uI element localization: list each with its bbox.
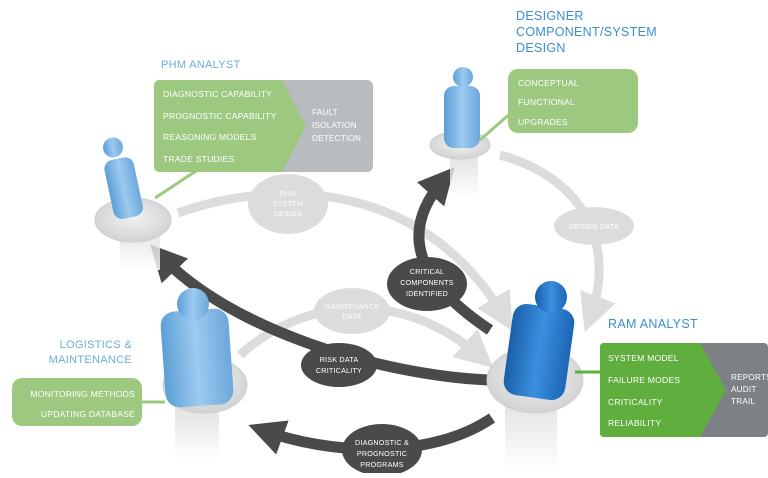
designer-title-line2: COMPONENT/SYSTEM (516, 25, 657, 39)
phm-analyst-figure (94, 137, 172, 270)
logistics-box: MONITORING METHODS UPDATING DATABASE (12, 378, 142, 426)
logistics-title-line2: MAINTENANCE (49, 354, 132, 366)
diag-prog-line2: PROGNOSTIC (357, 449, 407, 458)
arrow-phm-to-ram (176, 189, 513, 331)
designer-item: FUNCTIONAL (518, 97, 575, 107)
risk-data-bubble (301, 343, 377, 387)
light-label-bubbles: PHM SYSTEM DESIGN DESIGN DATA MAINTENANC… (248, 174, 634, 334)
designer-item: CONCEPTUAL (518, 78, 579, 88)
ram-output-line1: REPORTS (731, 373, 768, 382)
critical-components-line3: IDENTIFIED (406, 289, 448, 298)
critical-components-line1: CRITICAL (410, 267, 444, 276)
designer-figure (429, 67, 491, 200)
ram-item: RELIABILITY (608, 418, 661, 428)
ram-box: SYSTEM MODEL FAILURE MODES CRITICALITY R… (600, 343, 768, 437)
ram-output-line2: AUDIT (731, 385, 757, 394)
phm-analyst-title: PHM ANALYST (161, 59, 241, 71)
ram-analyst-title: RAM ANALYST (608, 317, 698, 331)
phm-system-design-bubble (248, 174, 328, 234)
diag-prog-bubble (342, 424, 422, 476)
phm-item: PROGNOSTIC CAPABILITY (163, 111, 276, 121)
phm-output-line2: ISOLATION (312, 121, 357, 130)
logistics-title-line1: LOGISTICS & (60, 339, 133, 351)
phm-item: DIAGNOSTIC CAPABILITY (163, 89, 272, 99)
risk-data-line1: RISK DATA (320, 355, 359, 364)
ram-item: SYSTEM MODEL (608, 353, 679, 363)
designer-title-line3: DESIGN (516, 41, 566, 55)
logistics-items-panel (12, 378, 142, 426)
phm-system-design-line2: SYSTEM (273, 201, 304, 208)
phm-capability-box: DIAGNOSTIC CAPABILITY PROGNOSTIC CAPABIL… (154, 80, 373, 172)
phm-item: TRADE STUDIES (163, 154, 234, 164)
ram-output-line3: TRAIL (731, 397, 755, 406)
design-data-bubble (554, 207, 634, 245)
logistics-figure (160, 288, 248, 460)
phm-items-panel (154, 80, 306, 172)
phm-system-design-line3: DESIGN (274, 211, 303, 218)
diag-prog-line1: DIAGNOSTIC & (355, 438, 409, 447)
design-data-label: DESIGN DATA (569, 224, 619, 231)
logistics-item: UPDATING DATABASE (41, 409, 135, 419)
phm-output-line3: DETECTION (312, 134, 361, 143)
designer-box: CONCEPTUAL FUNCTIONAL UPGRADES (508, 69, 638, 133)
designer-items-panel (508, 69, 638, 133)
designer-title-line1: DESIGNER (516, 9, 584, 23)
diag-prog-line3: PROGRAMS (360, 460, 404, 469)
designer-item: UPGRADES (518, 117, 568, 127)
phm-system-design-line1: PHM (280, 191, 296, 198)
ram-analyst-figure (486, 281, 584, 470)
critical-components-bubble (387, 257, 467, 311)
risk-data-line2: CRITICALITY (316, 366, 362, 375)
maintenance-data-line1: MAINTENANCE (325, 304, 379, 311)
phm-item: REASONING MODELS (163, 132, 257, 142)
dark-label-bubbles: CRITICAL COMPONENTS IDENTIFIED RISK DATA… (301, 257, 467, 476)
role-titles: PHM ANALYST DESIGNER COMPONENT/SYSTEM DE… (49, 9, 698, 366)
ram-item: CRITICALITY (608, 397, 663, 407)
arrow-ram-to-phm (150, 244, 489, 386)
logistics-item: MONITORING METHODS (30, 389, 135, 399)
critical-components-line2: COMPONENTS (400, 278, 454, 287)
maintenance-data-bubble (314, 288, 390, 334)
maintenance-data-line2: DATA (343, 314, 362, 321)
phm-output-line1: FAULT (312, 108, 338, 117)
ram-item: FAILURE MODES (608, 375, 680, 385)
ram-items-panel (600, 343, 726, 437)
